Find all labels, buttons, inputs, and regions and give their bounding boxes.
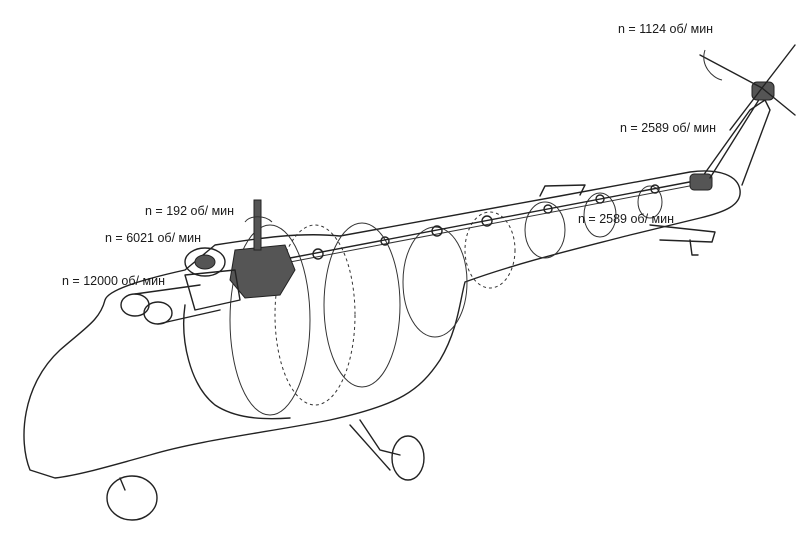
shaft-coupling-2 <box>380 236 390 246</box>
nose-gear-strut <box>119 477 126 491</box>
tail-rotor-blade-1 <box>699 54 763 89</box>
tail-drive-shaft-2 <box>289 183 701 263</box>
label-tail-rotor-speed: n = 1124 об/ мин <box>618 22 714 36</box>
shaft-coupling-1 <box>312 248 324 260</box>
frame-7 <box>583 192 617 238</box>
frame-2 <box>274 224 356 406</box>
stabilizer-bottom <box>649 224 716 243</box>
tail-rotor-blade-4 <box>761 87 796 116</box>
shaft-coupling-3 <box>431 225 443 237</box>
engine-exhaust-2 <box>143 301 173 325</box>
label-main-rotor-speed: n = 192 об/ мин <box>145 204 235 218</box>
shaft-coupling-5 <box>543 204 553 214</box>
frame-4 <box>402 226 468 338</box>
cabin-lower-line <box>183 304 291 420</box>
tail-rotor-rotation-arrow <box>703 49 723 81</box>
fuselage-outline <box>23 170 741 479</box>
engine-intake-inner <box>194 254 216 270</box>
inclined-shaft <box>709 97 761 179</box>
nose-wheel <box>106 475 158 521</box>
shaft-coupling-7 <box>650 184 660 194</box>
tail-drive-shaft <box>289 179 701 259</box>
main-landing-gear <box>349 419 401 471</box>
tail-rotor-blade-3 <box>729 87 763 131</box>
main-gearbox <box>229 244 296 299</box>
label-engine-speed: n = 12000 об/ мин <box>62 274 165 288</box>
intermediate-gearbox <box>689 173 713 191</box>
frame-1 <box>229 224 311 416</box>
shaft-coupling-4 <box>481 215 493 227</box>
stabilizer-top <box>539 184 586 197</box>
engine-exhaust-pipes <box>134 284 221 325</box>
engine-body <box>184 269 241 311</box>
frame-3 <box>323 222 401 388</box>
frame-5 <box>464 211 516 289</box>
engine-intake <box>184 247 226 277</box>
shaft-coupling-6 <box>595 194 605 204</box>
label-main-gearbox-input-speed: n = 6021 об/ мин <box>105 231 202 245</box>
main-rotor-rotation-arrow <box>244 216 273 223</box>
tail-gearbox <box>751 81 775 101</box>
engine-exhaust-1 <box>120 293 150 317</box>
tail-rotor-blade-2 <box>761 44 796 89</box>
tail-pylon <box>699 99 771 186</box>
main-rotor-shaft <box>253 199 262 251</box>
main-wheel <box>391 435 425 481</box>
frame-8 <box>637 185 663 219</box>
label-intermediate-gearbox-speed: n = 2589 об/ мин <box>620 121 717 135</box>
label-tail-shaft-speed: n = 2589 об/ мин <box>578 212 675 226</box>
frame-6 <box>524 201 566 259</box>
tail-skid <box>689 239 699 256</box>
